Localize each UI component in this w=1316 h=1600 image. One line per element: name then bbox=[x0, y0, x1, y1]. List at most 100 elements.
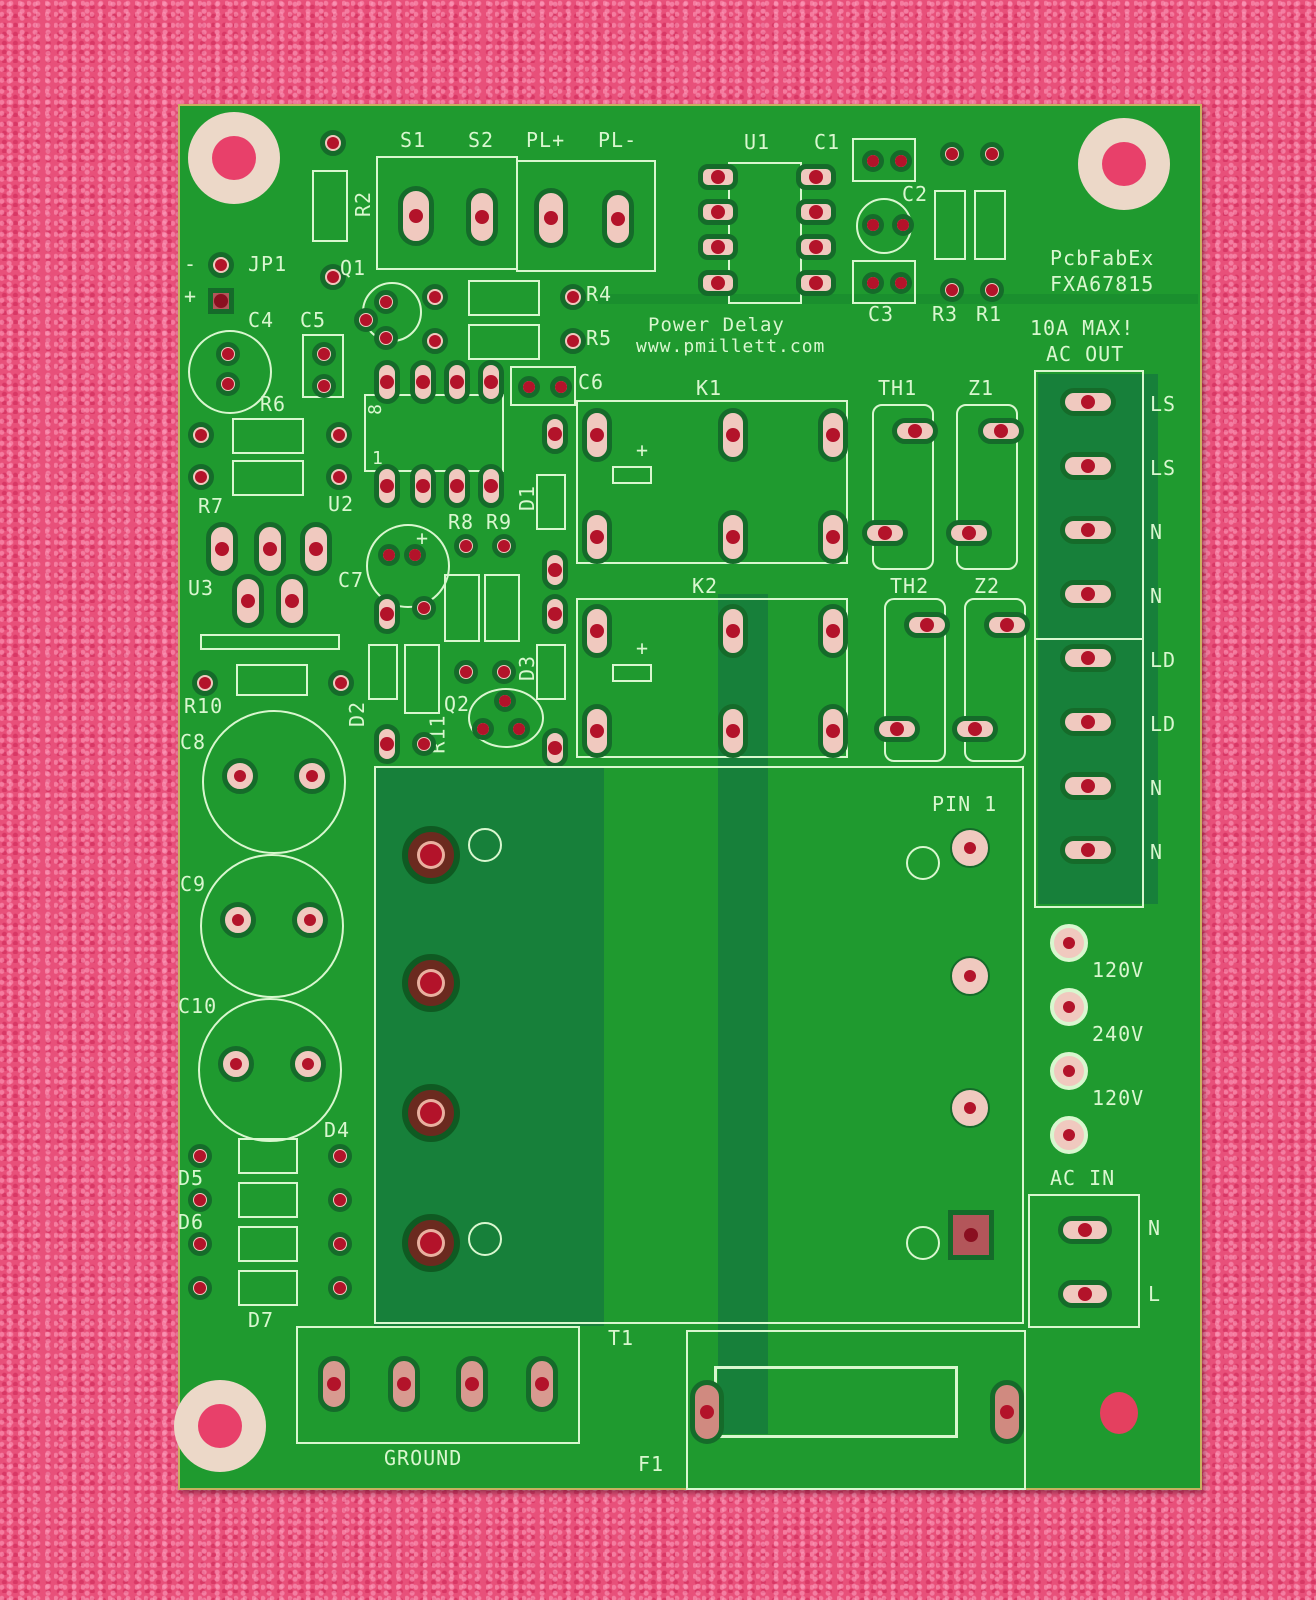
r10-label: R10 bbox=[184, 694, 224, 718]
r1-pad-2 bbox=[980, 278, 1004, 302]
q2-outline bbox=[468, 688, 544, 748]
jp1-minus-label: - bbox=[184, 252, 198, 276]
c2-pad-1 bbox=[862, 214, 884, 236]
u1-pin-2 bbox=[698, 199, 738, 225]
r2-pad-2 bbox=[320, 264, 346, 290]
ground-label: GROUND bbox=[384, 1446, 463, 1470]
q2-pad-1 bbox=[494, 690, 516, 712]
r3-label: R3 bbox=[932, 302, 959, 326]
z2-outline bbox=[964, 598, 1026, 762]
k1-contact-pin-4 bbox=[818, 510, 848, 564]
r7-outline bbox=[232, 460, 304, 496]
c7-pad-1 bbox=[378, 544, 400, 566]
d7-label: D7 bbox=[248, 1308, 275, 1332]
u2-pin-2 bbox=[410, 464, 436, 508]
f1-fuse-holder bbox=[714, 1366, 958, 1438]
u1-outline bbox=[728, 162, 802, 304]
r2-label: R2 bbox=[351, 190, 376, 218]
z2-pin-1 bbox=[984, 612, 1030, 638]
ac-out-pin-label-7: N bbox=[1150, 776, 1164, 800]
q1-pad-1 bbox=[374, 290, 398, 314]
d6-pad-2 bbox=[328, 1232, 352, 1256]
c10-pad-positive bbox=[218, 1046, 254, 1082]
t1-pin-b4 bbox=[948, 1210, 994, 1260]
voltage-select-pad-2 bbox=[1050, 988, 1088, 1026]
c4-label: C4 bbox=[248, 308, 275, 332]
d4-label: D4 bbox=[324, 1118, 351, 1142]
c8-pad-negative bbox=[294, 758, 330, 794]
r5-pad-1 bbox=[422, 328, 448, 354]
ac-out-pad-3 bbox=[1060, 516, 1116, 544]
d7-pad-2 bbox=[328, 1276, 352, 1300]
voltage-label-2: 240V bbox=[1092, 1022, 1145, 1046]
q2-pad-3 bbox=[508, 718, 530, 740]
z1-pin-2 bbox=[946, 520, 992, 546]
c2-label: C2 bbox=[902, 182, 929, 206]
voltage-select-pad-3 bbox=[1050, 1052, 1088, 1090]
k1-outline bbox=[576, 400, 848, 564]
mounting-hole-bottom-left bbox=[174, 1380, 266, 1472]
d3-label: D3 bbox=[515, 654, 540, 682]
u2-pin-8 bbox=[374, 360, 400, 404]
ac-in-pin-label-n: N bbox=[1148, 1216, 1162, 1240]
u1-pin-8 bbox=[796, 164, 836, 190]
d3-pad-2 bbox=[542, 728, 568, 768]
q1-pad-3 bbox=[374, 326, 398, 350]
r5-label: R5 bbox=[586, 326, 613, 350]
r4-label: R4 bbox=[586, 282, 613, 306]
r7-pad-2 bbox=[326, 464, 352, 490]
ac-out-pad-1 bbox=[1060, 388, 1116, 416]
u2-pin8-marker: 8 bbox=[364, 403, 386, 415]
fab-id-line2: FXA67815 bbox=[1050, 272, 1155, 296]
r5-pad-2 bbox=[560, 328, 586, 354]
t1-label: T1 bbox=[608, 1326, 635, 1350]
ground-pad-2 bbox=[388, 1356, 420, 1412]
ground-pad-4 bbox=[526, 1356, 558, 1412]
ac-out-lower-outline bbox=[1034, 638, 1144, 908]
q2-pad-2 bbox=[472, 718, 494, 740]
warning-line2: AC OUT bbox=[1046, 342, 1125, 366]
d7-pad-1 bbox=[188, 1276, 212, 1300]
d7-outline bbox=[238, 1270, 298, 1306]
d1-outline bbox=[536, 474, 566, 530]
mounting-hole-top-left bbox=[188, 112, 280, 204]
d1-pad-2 bbox=[542, 550, 568, 590]
t1-pin-marker-right-bottom bbox=[906, 1226, 940, 1260]
connector-pl-outline bbox=[516, 160, 656, 272]
r11-pad-1 bbox=[412, 596, 436, 620]
d5-outline bbox=[238, 1182, 298, 1218]
ac-in-pin-label-l: L bbox=[1148, 1282, 1162, 1306]
k1-coil-pin-1 bbox=[582, 408, 612, 462]
t1-pin-marker-left-top bbox=[468, 828, 502, 862]
u1-pin-3 bbox=[698, 234, 738, 260]
k2-contact-pin-3 bbox=[818, 604, 848, 658]
k2-contact-pin-2 bbox=[718, 704, 748, 758]
r6-outline bbox=[232, 418, 304, 454]
d6-pad-1 bbox=[188, 1232, 212, 1256]
pcb-board: - + JP1 R2 S1 S2 PL+ PL- U1 C1 C2 C3 R3 … bbox=[174, 104, 1202, 1490]
voltage-select-pad-4 bbox=[1050, 1116, 1088, 1154]
connector-pad-pl-plus bbox=[534, 188, 568, 248]
ac-out-pad-2 bbox=[1060, 452, 1116, 480]
f1-label: F1 bbox=[638, 1452, 665, 1476]
u2-pin-7 bbox=[410, 360, 436, 404]
ac-in-outline bbox=[1028, 1194, 1140, 1328]
voltage-label-3: 120V bbox=[1092, 1086, 1145, 1110]
jp1-plus-label: + bbox=[184, 284, 198, 308]
r8-pad-1 bbox=[454, 534, 478, 558]
board-title: Power Delay bbox=[648, 314, 785, 336]
r10-silk-bar bbox=[200, 634, 340, 650]
t1-pin-b3 bbox=[950, 1088, 990, 1128]
ground-pad-3 bbox=[456, 1356, 488, 1412]
r11-outline bbox=[404, 644, 440, 714]
c7-pad-2 bbox=[404, 544, 426, 566]
c4-pad-1 bbox=[216, 342, 240, 366]
z1-label: Z1 bbox=[968, 376, 995, 400]
r1-outline bbox=[974, 190, 1006, 260]
voltage-label-1: 120V bbox=[1092, 958, 1145, 982]
voltage-select-pad-1 bbox=[1050, 924, 1088, 962]
c3-pad-1 bbox=[862, 272, 884, 294]
th1-outline bbox=[872, 404, 934, 570]
c1-outline bbox=[852, 138, 916, 182]
d4-outline bbox=[238, 1138, 298, 1174]
